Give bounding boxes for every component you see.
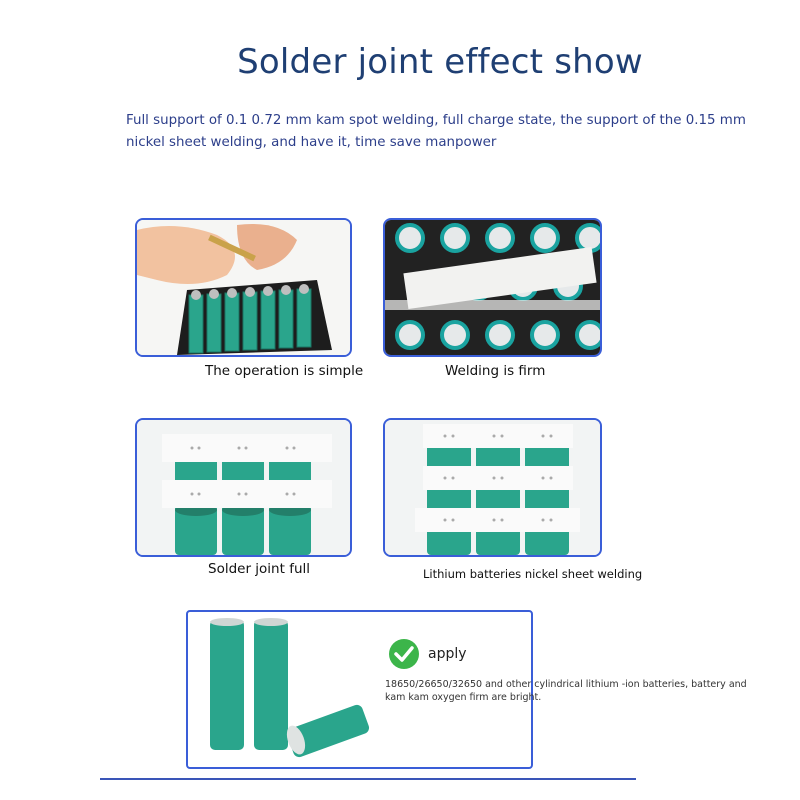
caption-welding-firm: Welding is firm — [445, 363, 546, 379]
cylindrical-batteries-image — [210, 618, 370, 758]
image-nickel-sheet-welding — [383, 418, 602, 557]
apply-panel — [186, 610, 533, 769]
page-title: Solder joint effect show — [237, 42, 643, 82]
caption-operation-simple: The operation is simple — [205, 363, 364, 379]
page-description: Full support of 0.1 0.72 mm kam spot wel… — [126, 113, 746, 150]
apply-heading: apply — [388, 638, 467, 670]
apply-label: apply — [428, 646, 467, 662]
caption-nickel-sheet-welding: Lithium batteries nickel sheet welding — [423, 567, 643, 581]
check-icon — [389, 639, 419, 669]
caption-solder-joint-full: Solder joint full — [208, 561, 311, 577]
image-welding-firm — [383, 218, 602, 357]
divider — [100, 778, 636, 780]
image-solder-joint-full — [135, 418, 352, 557]
apply-description: 18650/26650/32650 and other cylindrical … — [385, 679, 747, 703]
image-operation-simple — [135, 218, 352, 357]
